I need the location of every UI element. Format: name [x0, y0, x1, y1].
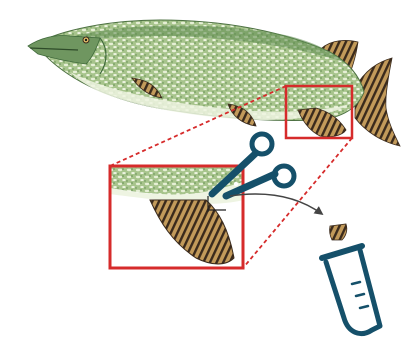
- pike-fish-icon: [28, 20, 400, 146]
- sample-tube-icon: [322, 246, 380, 334]
- zoom-line-right: [243, 138, 352, 268]
- fin-clip-sample: [330, 224, 347, 240]
- tail-fin: [355, 58, 400, 146]
